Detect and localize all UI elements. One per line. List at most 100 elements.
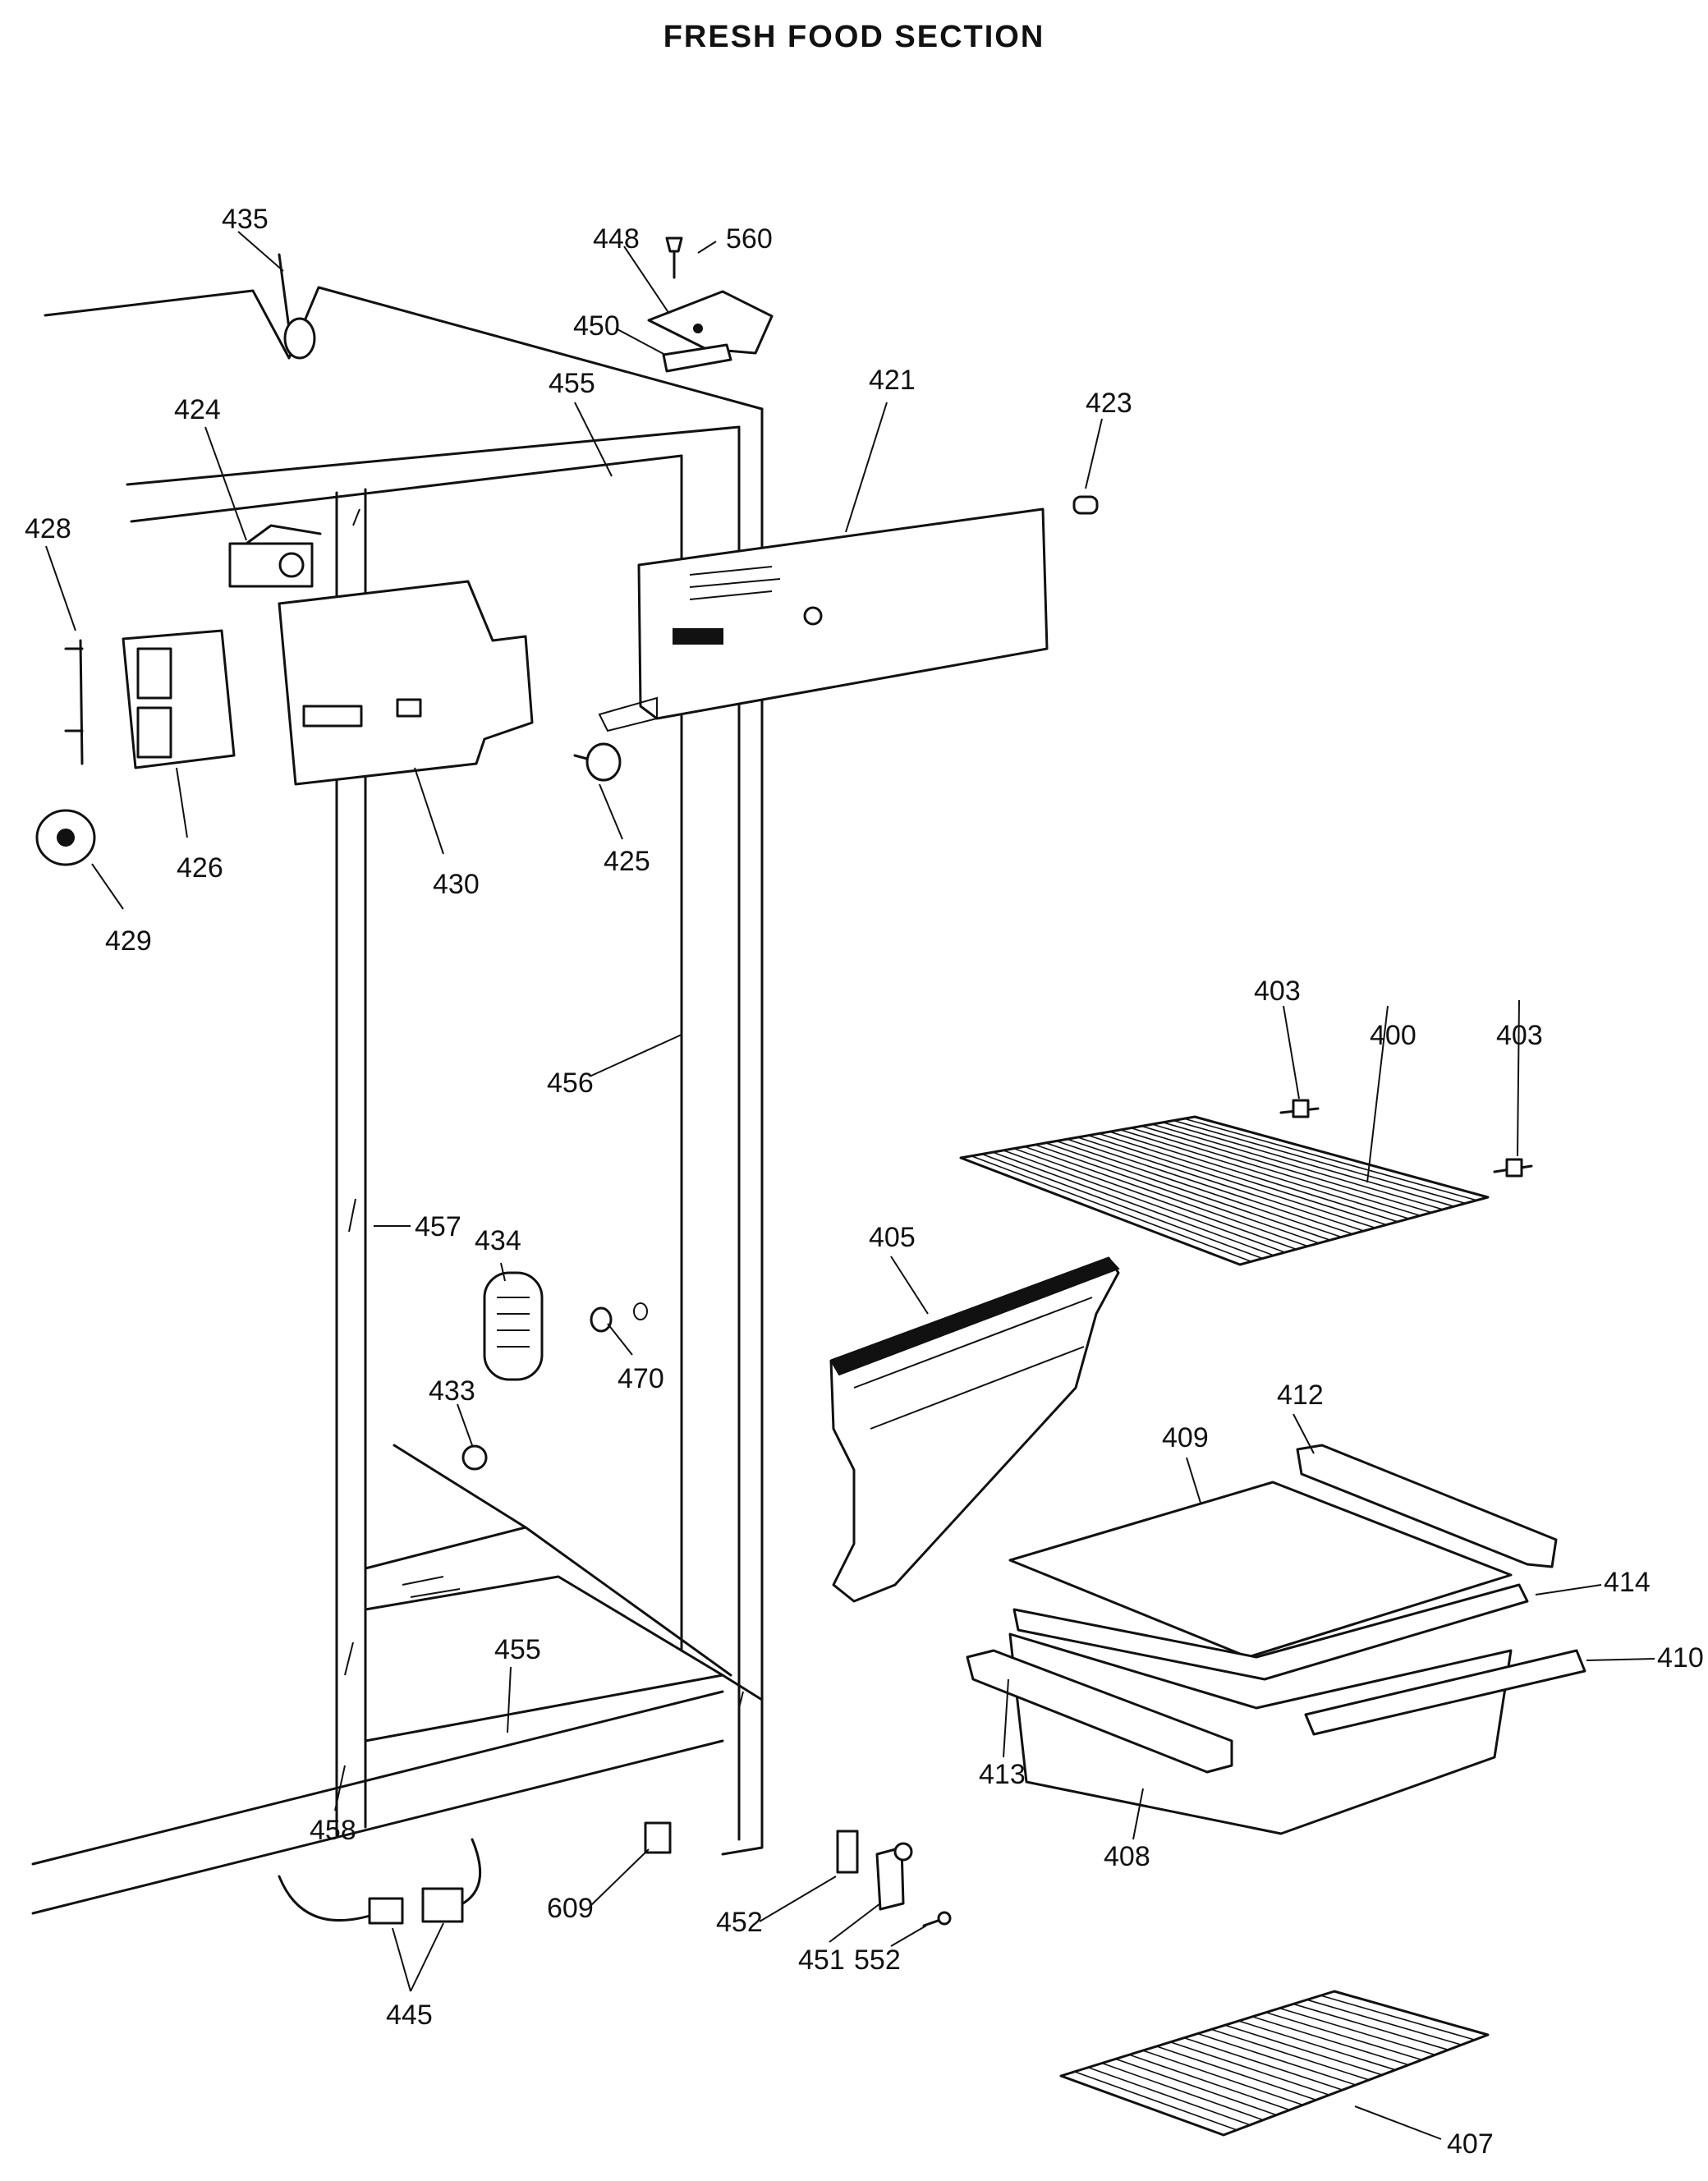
shelf-wire: [992, 1151, 1274, 1256]
shelf-wire: [1162, 1122, 1455, 1207]
shelf-wire: [1074, 2071, 1237, 2131]
shelf-wire: [1251, 2016, 1409, 2066]
part-412-frame-rail: [1296, 1444, 1558, 1568]
label-560: 560: [726, 223, 773, 255]
part-405-dairy-compartment: [829, 1256, 1120, 1603]
shelf-wire: [1142, 2050, 1303, 2106]
label-552: 552: [854, 1945, 901, 1976]
part-433-plug: [461, 1444, 488, 1471]
part-410-rail-right: [1304, 1649, 1586, 1736]
shelf-wire: [1173, 1119, 1466, 1205]
shelf-wire: [1045, 1142, 1331, 1241]
shelf-wire: [1035, 1144, 1320, 1244]
part-560-screw: [665, 236, 683, 279]
label-450: 450: [573, 310, 620, 342]
shelf-wire: [1067, 1138, 1353, 1235]
shelf-wire: [1088, 1134, 1375, 1229]
label-425: 425: [604, 846, 650, 877]
label-435: 435: [222, 204, 269, 235]
shelf-wire: [1156, 2046, 1316, 2101]
part-425-knob: [573, 742, 622, 782]
label-426: 426: [177, 852, 223, 884]
shelf-wire: [1131, 1127, 1421, 1217]
part-413-rail-left: [966, 1649, 1233, 1774]
shelf-wire: [1224, 2024, 1383, 2076]
cabinet-frame: [31, 286, 764, 1915]
label-400: 400: [1370, 1020, 1416, 1051]
shelf-wire: [1088, 2066, 1251, 2126]
label-448: 448: [593, 223, 640, 255]
part-428-bracket: [64, 639, 84, 765]
shelf-wire: [1169, 2041, 1330, 2096]
label-458: 458: [310, 1815, 356, 1846]
part-409-glass-cover: [1008, 1481, 1513, 1659]
shelf-wire: [1292, 2003, 1449, 2051]
part-429-dial: [35, 809, 96, 866]
shelf-wire: [1101, 2062, 1264, 2121]
shelf-wire: [1197, 2032, 1357, 2086]
label-433: 433: [429, 1375, 475, 1407]
part-421-control-panel: [598, 507, 1049, 732]
shelf-wire: [981, 1153, 1263, 1260]
part-423-light-bulb: [1072, 495, 1099, 515]
shelf-wire: [1120, 1129, 1410, 1219]
label-403-right: 403: [1496, 1020, 1543, 1051]
label-609: 609: [547, 1893, 594, 1924]
part-448-hinge: [647, 290, 774, 355]
part-403-support-right: [1493, 1158, 1533, 1178]
label-409: 409: [1162, 1422, 1209, 1453]
label-423: 423: [1086, 388, 1132, 419]
part-450-shim: [662, 343, 732, 373]
shelf-wire: [1279, 2007, 1435, 2056]
shelf-wire: [1056, 1140, 1342, 1238]
part-408-crisper-pan: [1008, 1632, 1513, 1835]
shelf-wire: [1306, 1999, 1462, 2046]
label-470: 470: [618, 1363, 664, 1394]
part-400-shelf: [959, 1115, 1490, 1266]
shelf-wire: [1013, 1147, 1297, 1251]
part-430-control-housing: [278, 580, 534, 786]
label-421: 421: [869, 365, 916, 396]
part-407-wire-shelf: [1059, 1990, 1490, 2137]
leader-lines: [45, 231, 1655, 2140]
label-455-top: 455: [549, 368, 595, 399]
part-609-switch: [644, 1821, 672, 1854]
label-430: 430: [433, 869, 480, 900]
diagram-title: FRESH FOOD SECTION: [663, 20, 1045, 54]
label-456: 456: [547, 1068, 594, 1099]
part-451-hinge: [875, 1842, 913, 1911]
label-429: 429: [105, 925, 152, 957]
shelf-wire: [1109, 1131, 1398, 1223]
label-412: 412: [1277, 1380, 1324, 1411]
shelf-wire: [1024, 1146, 1308, 1247]
label-414: 414: [1604, 1567, 1651, 1598]
label-445: 445: [386, 2000, 433, 2031]
label-410: 410: [1657, 1642, 1704, 1674]
label-403-left: 403: [1254, 976, 1301, 1007]
label-434: 434: [475, 1225, 521, 1256]
label-451: 451: [798, 1945, 845, 1976]
shelf-wire: [1003, 1150, 1286, 1253]
shelf-wire: [1077, 1136, 1365, 1232]
label-407: 407: [1447, 2128, 1494, 2160]
label-457: 457: [415, 1211, 461, 1242]
shelf-wire: [1141, 1125, 1432, 1214]
label-452: 452: [716, 1907, 763, 1938]
part-552-screw: [922, 1911, 952, 1927]
shelf-wire: [1238, 2020, 1396, 2071]
shelf-wire: [1151, 1123, 1444, 1210]
part-414-cover-frame: [1012, 1583, 1529, 1681]
shelf-wire: [1183, 2036, 1343, 2091]
part-424-thermostat: [228, 524, 322, 588]
label-413: 413: [979, 1759, 1026, 1790]
shelf-wire: [1099, 1132, 1387, 1226]
part-labels: 435 560 448 450 455 421 423 424 428 426 …: [25, 204, 1704, 2160]
part-434-light-shield: [483, 1271, 544, 1381]
shelf-wire: [971, 1155, 1252, 1263]
label-428: 428: [25, 513, 71, 544]
shelf-wire: [1115, 2058, 1277, 2116]
shelf-wire: [1183, 1118, 1477, 1201]
shelf-wire: [1128, 2054, 1290, 2111]
part-403-support-left: [1279, 1099, 1320, 1118]
